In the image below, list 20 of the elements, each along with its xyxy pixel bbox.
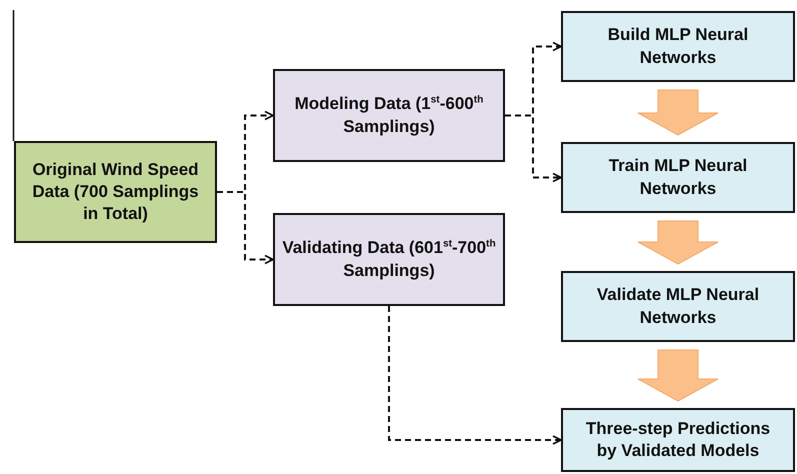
box-label: Train MLP Neural Networks	[608, 155, 748, 200]
arrow	[388, 306, 562, 445]
box-label: Validate MLP Neural Networks	[596, 284, 760, 328]
box-label: Three-step Predictions by Validated Models	[584, 418, 772, 462]
process-box	[14, 141, 217, 243]
arrow	[217, 191, 274, 264]
block-arrow	[638, 90, 718, 136]
box-label: Original Wind Speed Data (700 Samplings in Total)	[31, 158, 200, 226]
process-box	[273, 213, 505, 306]
arrow	[505, 114, 562, 182]
block-arrow	[638, 220, 718, 265]
process-box	[561, 142, 795, 213]
process-box	[273, 69, 505, 162]
box-label: Modeling Data (1$^{st}$-600$^{th}$ Samplings)	[294, 93, 484, 138]
process-box	[561, 408, 795, 472]
box-label: Build MLP Neural Networks	[606, 24, 750, 68]
process-box	[561, 11, 795, 82]
box-label: Validating Data (601$^{st}$-700$^{th}$ Samplings)	[281, 237, 497, 282]
block-arrow	[638, 350, 718, 402]
process-box	[561, 271, 795, 342]
